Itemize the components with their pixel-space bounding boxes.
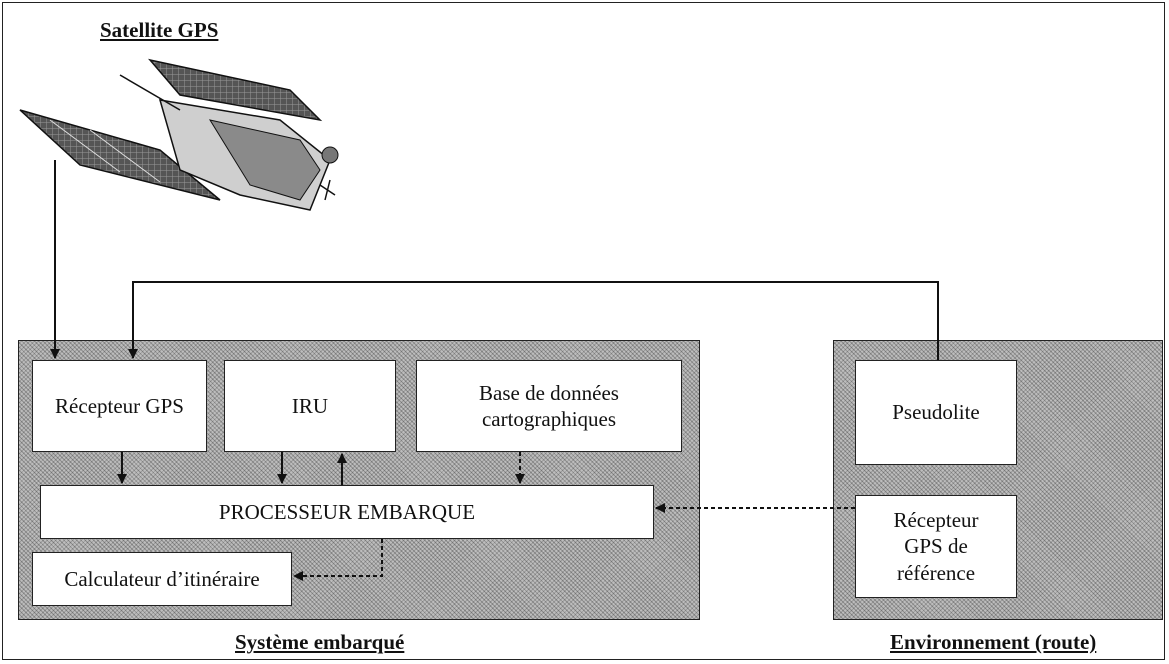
reference-receiver-box: Récepteur GPS de référence [855, 495, 1017, 598]
iru-box: IRU [224, 360, 396, 452]
pseudolite-to-receiver-arrow [128, 281, 939, 360]
onboard-system-label: Système embarqué [235, 630, 405, 654]
processor-box: PROCESSEUR EMBARQUE [40, 485, 654, 539]
satellite-title: Satellite GPS [100, 18, 219, 42]
route-calculator-box: Calculateur d’itinéraire [32, 552, 292, 606]
processor-to-calculator-arrow [293, 539, 383, 581]
satellite-icon [19, 58, 339, 211]
gps-receiver-box: Récepteur GPS [32, 360, 207, 452]
pseudolite-box: Pseudolite [855, 360, 1017, 465]
environment-label: Environnement (route) [890, 630, 1097, 654]
map-database-box: Base de données cartographiques [416, 360, 682, 452]
